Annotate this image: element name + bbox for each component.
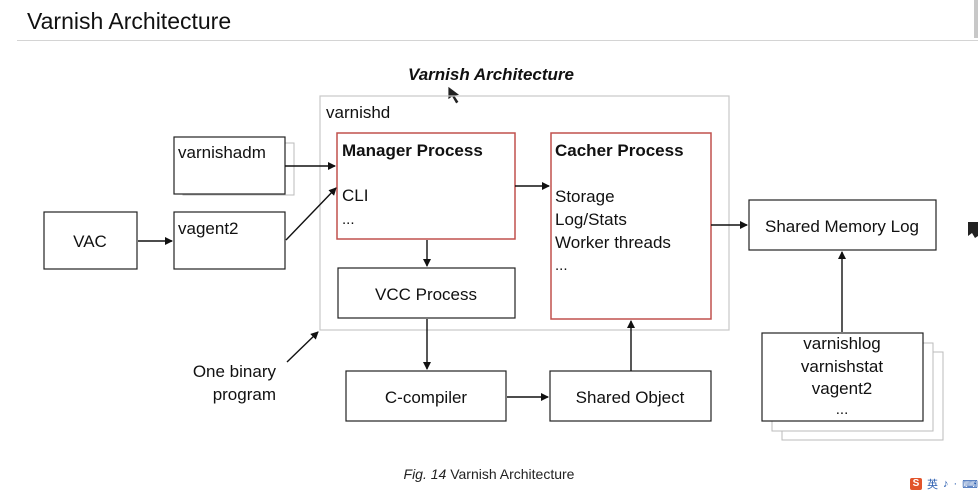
caption-fig-label: Fig. 14 — [403, 466, 447, 482]
cacher-line-logstats: Log/Stats — [555, 210, 627, 229]
one-binary-line1: One binary — [193, 362, 277, 381]
ime-toolbar[interactable]: S 英 ♪ · ⌨ — [878, 478, 978, 491]
cacher-line-storage: Storage — [555, 187, 615, 206]
manager-line-cli: CLI — [342, 186, 368, 205]
caption-text: Varnish Architecture — [446, 466, 575, 482]
manager-process-title: Manager Process — [342, 141, 483, 160]
pointer-cursor-edge-icon — [968, 222, 978, 238]
vac-label: VAC — [73, 232, 107, 251]
varnishadm-label: varnishadm — [178, 143, 266, 162]
ime-keyboard-icon[interactable]: ⌨ — [962, 478, 978, 491]
diagram-arrows — [138, 162, 846, 401]
vcc-process-label: VCC Process — [375, 285, 477, 304]
pointer-cursor-icon — [447, 85, 461, 105]
shared-memory-log-box — [748, 199, 937, 251]
vagent2-label: vagent2 — [178, 219, 239, 238]
tool-varnishlog: varnishlog — [803, 334, 881, 353]
varnishd-label: varnishd — [326, 103, 390, 122]
manager-process-box — [336, 132, 516, 240]
page-title: Varnish Architecture — [27, 8, 232, 34]
one-binary-line2: program — [213, 385, 276, 404]
cacher-line-more: ... — [555, 257, 568, 274]
cacher-process-title: Cacher Process — [555, 141, 684, 160]
tool-vagent2: vagent2 — [812, 379, 873, 398]
sogou-logo-icon[interactable]: S — [909, 478, 922, 490]
vagent2-box — [173, 211, 286, 270]
tool-varnishstat: varnishstat — [801, 357, 883, 376]
cacher-process-box — [550, 132, 712, 320]
vcc-process-box — [337, 267, 516, 319]
arrow-vagent2-manager — [285, 187, 337, 241]
tools-box — [761, 332, 924, 422]
varnishd-container — [319, 95, 730, 331]
ime-punctuation-icon[interactable]: ♪ — [942, 478, 949, 490]
cacher-line-worker: Worker threads — [555, 233, 671, 252]
shared-memory-log-label: Shared Memory Log — [765, 217, 919, 236]
scrollbar[interactable] — [974, 0, 978, 38]
title-divider — [17, 40, 978, 41]
figure-caption: Fig. 14 Varnish Architecture — [0, 466, 978, 482]
tool-more: ... — [836, 401, 849, 418]
diagram-title: Varnish Architecture — [408, 65, 574, 84]
ime-dot-icon[interactable]: · — [953, 478, 958, 490]
c-compiler-label: C-compiler — [385, 388, 468, 407]
c-compiler-box — [345, 370, 507, 422]
ime-language-toggle[interactable]: 英 — [926, 479, 938, 491]
shared-object-label: Shared Object — [576, 388, 685, 407]
manager-line-more: ... — [342, 211, 355, 228]
arrow-onebinary-container — [286, 331, 319, 363]
vac-box — [43, 211, 138, 270]
